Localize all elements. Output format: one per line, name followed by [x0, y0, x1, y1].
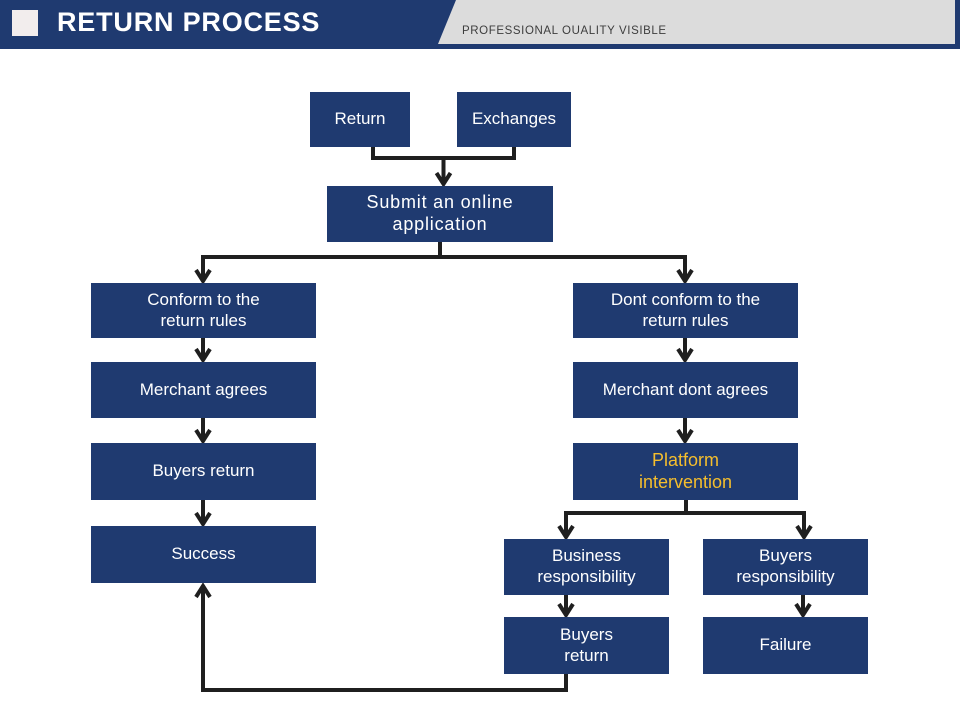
- arrowhead-to-buyers-return-2: [557, 602, 575, 619]
- node-success-label: Success: [171, 544, 236, 564]
- arrowhead-to-business-resp: [557, 524, 575, 541]
- arrowhead-to-buyers-resp: [795, 524, 813, 541]
- header-accent-square-icon: [12, 10, 38, 36]
- node-conform-rules-label: Conform to the return rules: [147, 289, 260, 330]
- node-buyers-responsibility: Buyers responsibility: [703, 539, 868, 595]
- arrowhead-to-submit: [434, 171, 453, 188]
- arrowhead-to-success: [194, 511, 212, 528]
- node-exchanges-label: Exchanges: [471, 109, 557, 129]
- header-tagline-strip: PROFESSIONAL OUALITY VISIBLE: [438, 0, 955, 44]
- node-buyers-return-2-label: Buyers return: [560, 624, 613, 665]
- node-return: Return: [310, 92, 410, 147]
- node-business-responsibility: Business responsibility: [504, 539, 669, 595]
- node-merchant-agrees-label: Merchant agrees: [139, 379, 268, 399]
- node-dont-conform-rules-label: Dont conform to the return rules: [610, 289, 761, 330]
- node-failure: Failure: [703, 617, 868, 674]
- node-merchant-dont-agrees: Merchant dont agrees: [573, 362, 798, 418]
- node-submit-application-label: Submit an online application: [366, 192, 514, 234]
- node-failure-label: Failure: [759, 635, 812, 655]
- arrowhead-to-conform: [194, 268, 212, 285]
- header-underline: [0, 44, 960, 49]
- header-tagline: PROFESSIONAL OUALITY VISIBLE: [462, 25, 667, 37]
- node-business-responsibility-label: Business responsibility: [537, 546, 636, 586]
- connector-platform-split: [564, 511, 806, 537]
- node-exchanges: Exchanges: [457, 92, 571, 147]
- arrowhead-to-dont-conform: [676, 268, 694, 285]
- node-merchant-agrees: Merchant agrees: [91, 362, 316, 418]
- node-return-label: Return: [334, 109, 386, 129]
- node-platform-intervention: Platform intervention: [573, 443, 798, 500]
- node-buyers-return-label: Buyers return: [152, 461, 255, 481]
- node-dont-conform-rules: Dont conform to the return rules: [573, 283, 798, 338]
- node-conform-rules: Conform to the return rules: [91, 283, 316, 338]
- arrowhead-loop-to-success: [194, 582, 212, 599]
- node-success: Success: [91, 526, 316, 583]
- arrowhead-to-buyers-return: [194, 428, 212, 445]
- node-buyers-responsibility-label: Buyers responsibility: [736, 546, 835, 586]
- connector-main-split: [201, 255, 687, 281]
- arrowhead-to-platform: [676, 428, 694, 445]
- node-platform-intervention-label: Platform intervention: [638, 449, 733, 492]
- arrowhead-to-merchant-agrees: [194, 347, 212, 364]
- arrowhead-to-merchant-dont: [676, 347, 694, 364]
- arrowhead-to-failure: [794, 602, 812, 619]
- node-buyers-return: Buyers return: [91, 443, 316, 500]
- node-submit-application: Submit an online application: [327, 186, 553, 242]
- node-buyers-return-2: Buyers return: [504, 617, 669, 674]
- page-title: RETURN PROCESS: [57, 6, 321, 37]
- node-merchant-dont-agrees-label: Merchant dont agrees: [602, 379, 769, 399]
